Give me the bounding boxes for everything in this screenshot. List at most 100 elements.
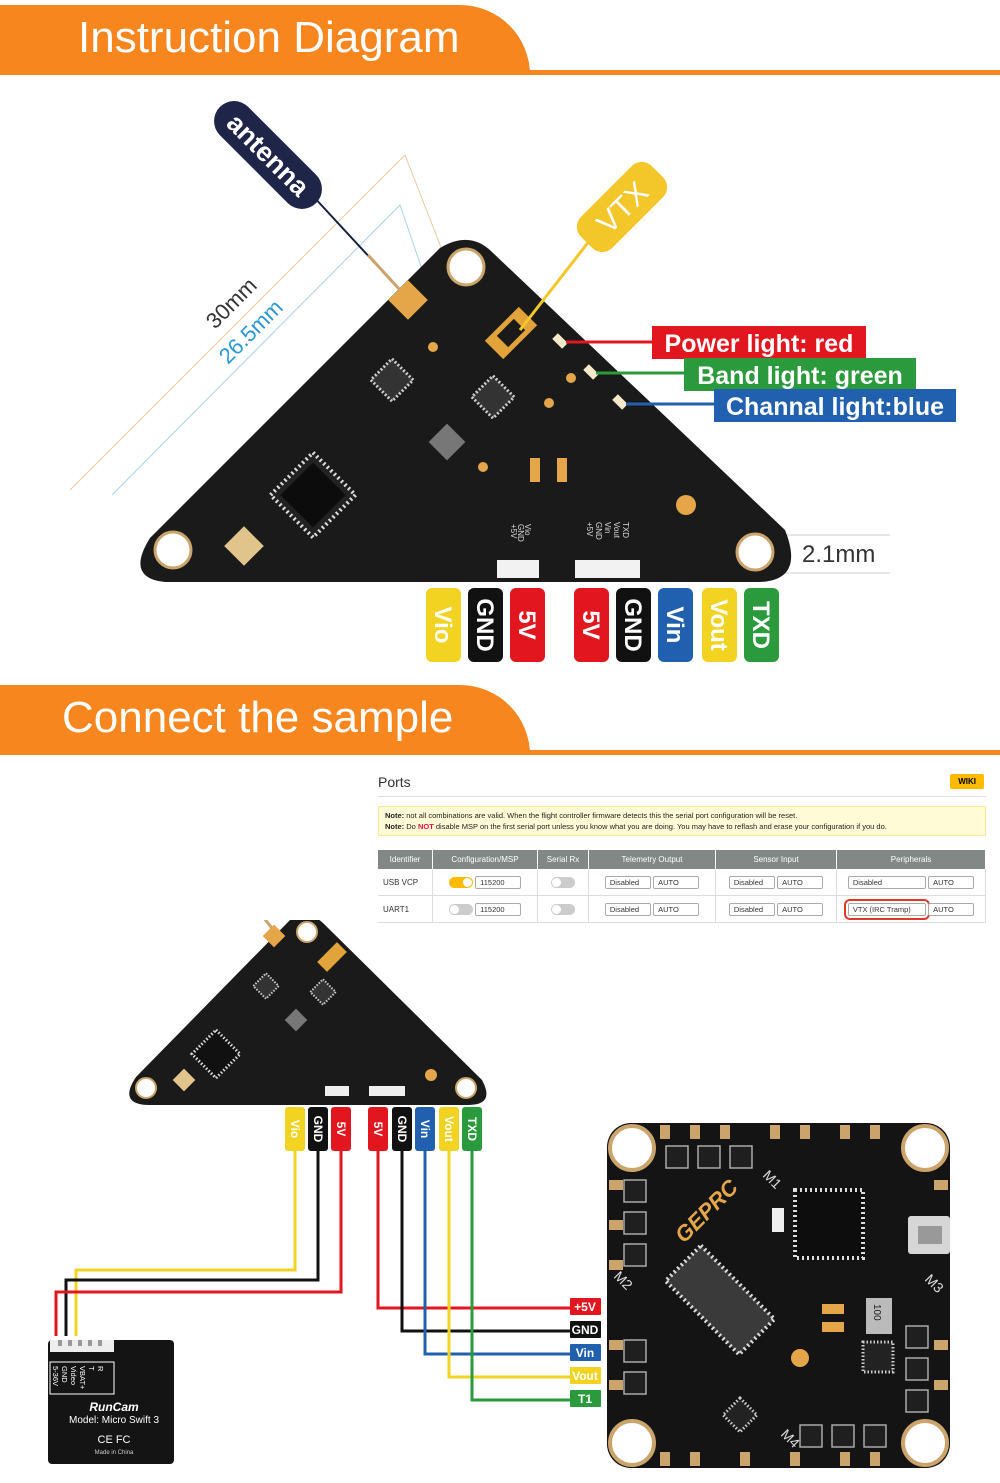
cap-2 bbox=[557, 458, 567, 482]
pin-label-text: 5V bbox=[513, 610, 540, 639]
cam-pin-1: 5-36V bbox=[51, 1366, 60, 1386]
small-left-connector bbox=[325, 1086, 349, 1096]
note1-bold: Note: bbox=[385, 811, 405, 820]
serial-rx-toggle[interactable] bbox=[551, 876, 575, 888]
wire-5v-fc bbox=[376, 1148, 570, 1310]
small-pin-box bbox=[285, 1107, 305, 1151]
mount-hole-right bbox=[735, 532, 775, 572]
wire-gnd-fc bbox=[400, 1148, 570, 1333]
serial-rx-toggle[interactable] bbox=[551, 903, 575, 915]
wire-5v-cam bbox=[54, 1148, 343, 1336]
ports-panel: Ports WIKI Note: not all combinations ar… bbox=[378, 768, 986, 923]
vtx-wire bbox=[518, 239, 592, 331]
power-light-label: Power light: red bbox=[665, 330, 854, 358]
table-row: UART1 115200 Disabled AUTO Disabled AUTO… bbox=[378, 895, 986, 923]
msp-toggle[interactable] bbox=[448, 876, 473, 888]
wire-gnd-cam bbox=[64, 1148, 320, 1336]
telemetry-baud-select[interactable]: AUTO bbox=[653, 902, 700, 916]
cap-1 bbox=[530, 458, 540, 482]
left-connector bbox=[497, 560, 539, 578]
small-right-connector bbox=[369, 1086, 405, 1096]
sensor-baud-select[interactable]: AUTO bbox=[777, 875, 824, 889]
small-pin-box bbox=[439, 1107, 459, 1151]
telemetry-select[interactable]: Disabled bbox=[604, 875, 651, 889]
channel-light-label: Channal light:blue bbox=[726, 393, 944, 421]
gold-dot bbox=[676, 495, 696, 515]
sensor-select[interactable]: Disabled bbox=[728, 875, 775, 889]
fc-cap-1 bbox=[822, 1304, 844, 1314]
fc-white-comp bbox=[772, 1208, 784, 1232]
small-pin-box bbox=[308, 1107, 328, 1151]
fc-hole-bl bbox=[608, 1419, 656, 1467]
channel-led bbox=[612, 394, 628, 410]
camera-cert: CE FC bbox=[98, 1434, 131, 1446]
col-sensor: Sensor Input bbox=[715, 850, 837, 869]
baud-select[interactable]: 115200 bbox=[475, 902, 522, 916]
fc-cap-2 bbox=[822, 1322, 844, 1332]
row-serial-rx bbox=[537, 895, 589, 923]
wiki-button[interactable]: WIKI bbox=[950, 774, 984, 789]
peripherals-baud-select[interactable]: AUTO bbox=[928, 875, 975, 889]
vtx-instruction-diagram: 30mm 26.5mm 2.1mm +5V GND Vio +5V GND bbox=[69, 101, 956, 662]
row-sensor: Disabled AUTO bbox=[715, 869, 837, 896]
ports-divider bbox=[378, 796, 986, 797]
pin-label-box bbox=[574, 588, 609, 662]
chip-2 bbox=[368, 356, 416, 404]
chip-4 bbox=[428, 423, 466, 461]
right-connector bbox=[575, 560, 640, 578]
peripherals-select-vtx[interactable]: VTX (IRC Tramp) bbox=[843, 898, 930, 920]
msp-toggle[interactable] bbox=[448, 903, 473, 915]
row-peripherals: Disabled AUTO bbox=[836, 869, 986, 896]
peripherals-select[interactable]: Disabled bbox=[847, 875, 926, 889]
fc-pad-box bbox=[570, 1321, 601, 1338]
baud-select[interactable]: 115200 bbox=[475, 875, 522, 889]
fc-hole-tl bbox=[608, 1124, 656, 1172]
small-pin-text: GND bbox=[311, 1116, 325, 1143]
cam-pin-3: Video bbox=[69, 1366, 78, 1385]
pin-label-text: 5V bbox=[577, 610, 604, 639]
note2-not: NOT bbox=[417, 822, 434, 831]
note2-pre: Do bbox=[406, 822, 416, 831]
camera-brand: RunCam bbox=[89, 1400, 139, 1414]
wires bbox=[54, 1148, 570, 1402]
silk-left-3: Vio bbox=[523, 524, 532, 536]
fc-hole-tr bbox=[901, 1124, 949, 1172]
small-pin-box bbox=[415, 1107, 435, 1151]
peripherals-baud-select[interactable]: AUTO bbox=[928, 902, 975, 916]
ports-title: Ports bbox=[378, 774, 411, 790]
ports-note: Note: not all combinations are valid. Wh… bbox=[378, 806, 986, 836]
connect-banner: Connect the sample bbox=[0, 685, 1000, 755]
silk-right-4: Vout bbox=[612, 522, 621, 539]
row-telemetry: Disabled AUTO bbox=[588, 895, 716, 923]
fc-inductor-label: 100 bbox=[871, 1304, 882, 1321]
gold-dot-5 bbox=[428, 342, 438, 352]
row-sensor: Disabled AUTO bbox=[715, 895, 837, 923]
pin-label-box bbox=[702, 588, 737, 662]
telemetry-baud-select[interactable]: AUTO bbox=[653, 875, 700, 889]
cam-pin-5: T bbox=[87, 1366, 96, 1371]
fc-gyro bbox=[861, 1340, 895, 1374]
sensor-select[interactable]: Disabled bbox=[728, 902, 775, 916]
telemetry-select[interactable]: Disabled bbox=[604, 902, 651, 916]
fc-mosfets bbox=[623, 1145, 929, 1448]
sensor-baud-select[interactable]: AUTO bbox=[777, 902, 824, 916]
antenna-tag: antenna bbox=[214, 101, 322, 209]
col-config: Configuration/MSP bbox=[432, 850, 538, 869]
silk-right-1: +5V bbox=[585, 522, 594, 537]
pin-label-box bbox=[658, 588, 693, 662]
small-gold-dot bbox=[425, 1069, 437, 1081]
note2-post: disable MSP on the first serial port unl… bbox=[435, 822, 887, 831]
row-identifier: USB VCP bbox=[378, 869, 433, 896]
section-title-connect: Connect the sample bbox=[62, 693, 454, 742]
wire-txd-fc bbox=[470, 1148, 570, 1402]
banner-tab bbox=[0, 685, 530, 755]
gold-dot-2 bbox=[478, 462, 488, 472]
col-serial-rx: Serial Rx bbox=[537, 850, 589, 869]
fc-hole-br bbox=[901, 1419, 949, 1467]
pin-label-box bbox=[426, 588, 461, 662]
pin-label-text: Vin bbox=[661, 607, 688, 644]
fc-inductor bbox=[866, 1298, 892, 1334]
mount-hole-left bbox=[153, 530, 193, 570]
